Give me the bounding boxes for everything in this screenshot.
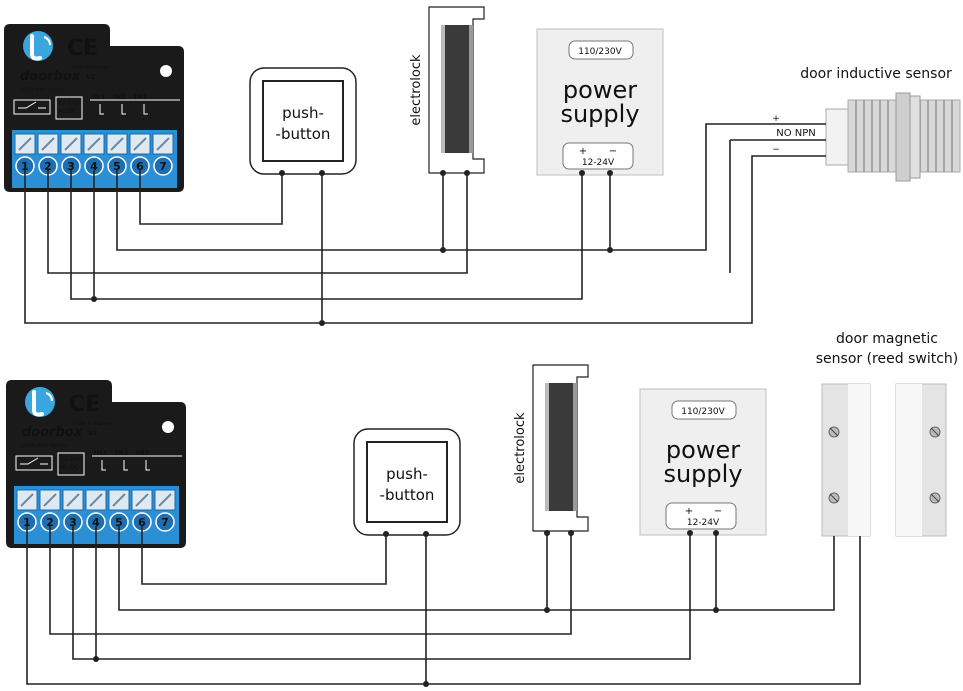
brand-name-bottom: doorbox — [22, 425, 83, 440]
subtitle-label-bottom: µWiFi door opener — [22, 443, 68, 449]
input-label-3: IN3 — [134, 93, 147, 101]
psu-input-voltage: 110/230V — [578, 47, 622, 57]
electrolock-bottom — [532, 364, 589, 532]
psu-word-supply-bottom: supply — [663, 460, 742, 488]
made-in-label: made in Europe — [70, 65, 110, 71]
terminal-6-bottom: 6 — [138, 516, 146, 529]
push-button-label-1-bottom: push- — [386, 465, 428, 483]
made-in-label-bottom: made in Europe — [72, 421, 112, 427]
push-button-label-2-bottom: -button — [380, 486, 435, 504]
terminal-2-bottom: 2 — [46, 516, 54, 529]
push-button-label-2: -button — [276, 125, 331, 143]
wires-bottom — [26, 526, 861, 685]
terminal-4-bottom: 4 — [92, 516, 100, 529]
inductive-wire-plus: + — [772, 114, 780, 124]
wires-top — [24, 123, 826, 324]
supply-label-2-bottom: AC/DC — [60, 464, 79, 471]
electrolock-label: electrolock — [409, 54, 424, 126]
module-bottom-text: CE doorbox v2 made in Europe µWiFi door … — [22, 392, 169, 529]
input-label-2: IN2 — [113, 93, 126, 101]
reed-title-1: door magnetic — [836, 331, 938, 347]
terminal-1-bottom: 1 — [23, 516, 31, 529]
terminal-3-bottom: 3 — [69, 516, 77, 529]
electrolock-label-bottom: electrolock — [513, 412, 528, 484]
supply-label-1-bottom: 12-24V — [60, 456, 82, 463]
psu-plus: + — [579, 146, 587, 157]
brand-version-bottom: v2 — [88, 429, 98, 437]
psu-minus: − — [609, 146, 617, 157]
psu-minus-bottom: − — [714, 506, 722, 517]
inductive-sensor-title: door inductive sensor — [800, 66, 952, 82]
terminal-2: 2 — [44, 160, 52, 173]
brand-name: doorbox — [20, 69, 81, 84]
brand-version: v2 — [86, 73, 96, 81]
electrolock-top — [428, 6, 485, 174]
junctions-bottom — [93, 530, 719, 687]
inductive-wire-minus: − — [772, 145, 780, 155]
psu-word-supply: supply — [560, 100, 639, 128]
inductive-sensor — [825, 92, 961, 182]
terminal-1: 1 — [21, 160, 29, 173]
psu-plus-bottom: + — [685, 506, 693, 517]
top-diagram: CE doorbox v2 made in Europe µWiFi door … — [2, 6, 961, 326]
psu-output-voltage: 12-24V — [582, 158, 615, 168]
terminal-3: 3 — [67, 160, 75, 173]
push-button-label-1: push- — [282, 104, 324, 122]
psu-word-power-bottom: power — [666, 436, 740, 464]
terminal-7: 7 — [159, 160, 167, 173]
input-label-2-bottom: IN2 — [115, 449, 128, 457]
subtitle-label: µWiFi door opener — [20, 87, 66, 93]
junctions-top — [91, 170, 613, 326]
supply-label-1: 12-24V — [58, 100, 80, 107]
terminal-6: 6 — [136, 160, 144, 173]
input-label-1: IN1 — [92, 93, 105, 101]
module-top-text: CE doorbox v2 made in Europe µWiFi door … — [20, 36, 167, 173]
supply-label-2: AC/DC — [58, 108, 77, 115]
psu-word-power: power — [563, 76, 637, 104]
inductive-wire-signal: NO NPN — [776, 128, 816, 139]
reed-switch — [821, 383, 947, 537]
terminal-7-bottom: 7 — [161, 516, 169, 529]
ce-mark: CE — [67, 36, 98, 61]
bottom-diagram: CE doorbox v2 made in Europe µWiFi door … — [4, 331, 958, 687]
terminal-5-bottom: 5 — [115, 516, 123, 529]
reed-title-2: sensor (reed switch) — [816, 351, 958, 367]
input-label-3-bottom: IN3 — [136, 449, 149, 457]
ce-mark-bottom: CE — [69, 392, 100, 417]
terminal-5: 5 — [113, 160, 121, 173]
psu-input-voltage-bottom: 110/230V — [681, 407, 725, 417]
terminal-4: 4 — [90, 160, 98, 173]
psu-output-voltage-bottom: 12-24V — [687, 518, 720, 528]
input-label-1-bottom: IN1 — [94, 449, 107, 457]
